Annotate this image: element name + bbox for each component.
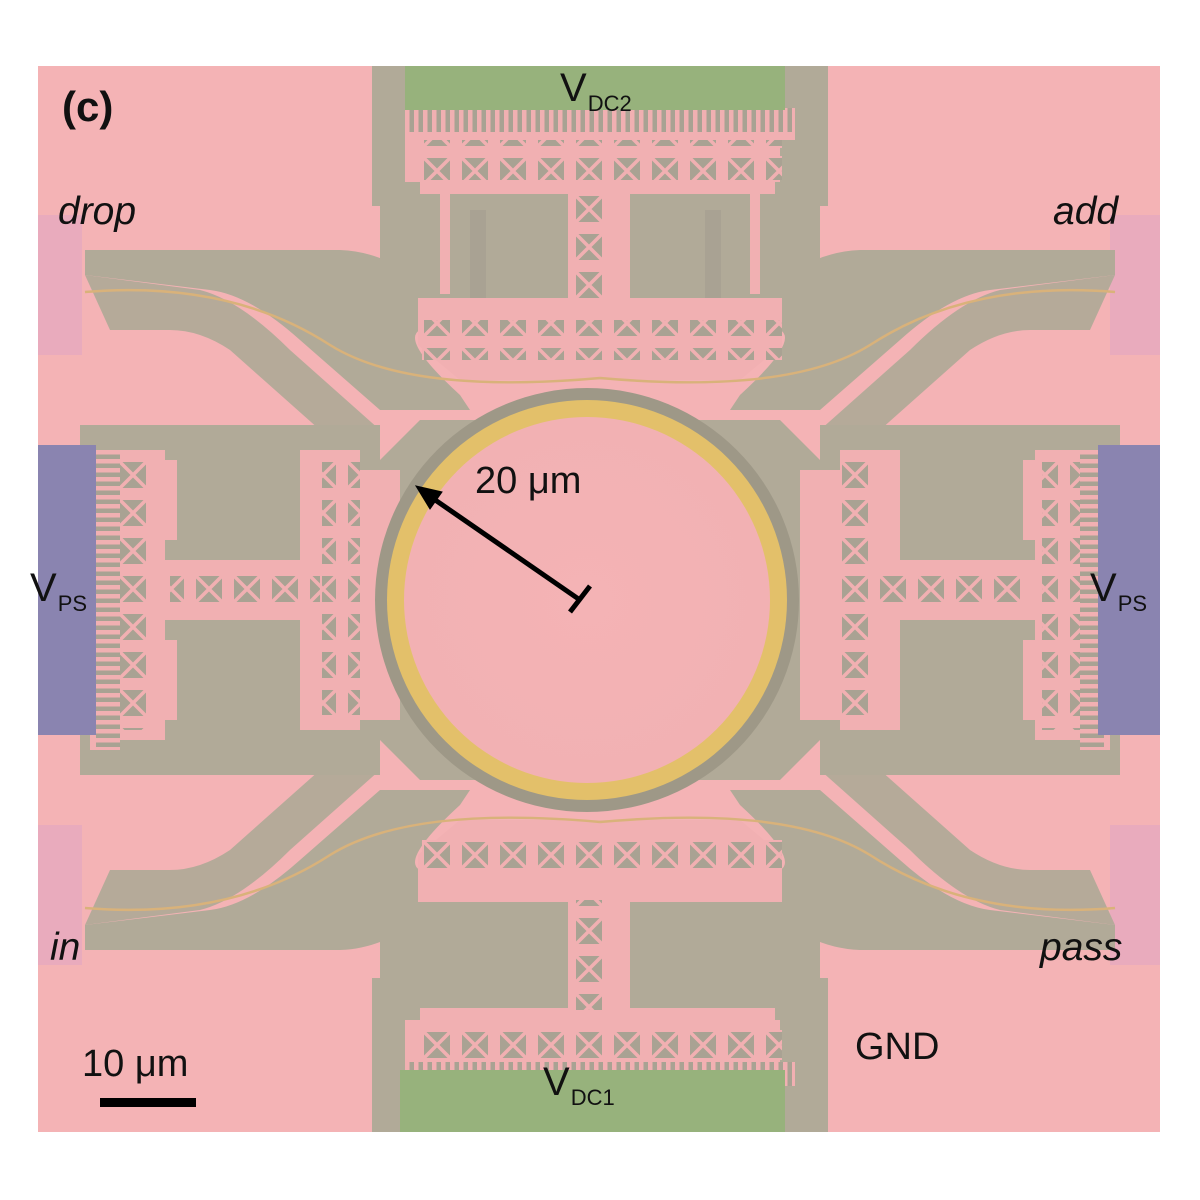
electrode-vdc1-base: V <box>543 1060 570 1104</box>
port-in-label: in <box>50 926 81 969</box>
port-add-label: add <box>1053 190 1119 233</box>
port-drop-label: drop <box>58 190 137 233</box>
electrode-vps-right-sub: PS <box>1117 591 1148 616</box>
ring-inner <box>404 417 770 783</box>
electrode-vps-left-base: V <box>30 566 57 610</box>
electrode-vps-right-label: VPS <box>1090 568 1147 615</box>
electrode-vdc1-sub: DC1 <box>570 1085 615 1110</box>
electrode-vdc2-label: VDC2 <box>560 68 632 115</box>
pad-vdc2 <box>405 66 785 110</box>
pad-vps-right <box>1098 445 1160 735</box>
scale-bar <box>100 1098 196 1107</box>
lattice-cells <box>120 140 1080 1062</box>
electrode-vdc2-base: V <box>560 66 587 110</box>
panel-label: (c) <box>62 83 114 130</box>
electrode-vps-right-base: V <box>1090 566 1117 610</box>
scale-bar-label: 10 μm <box>82 1043 189 1085</box>
pad-vdc1 <box>400 1070 785 1132</box>
waveguides <box>84 288 1116 912</box>
port-pass-label: pass <box>1040 926 1123 969</box>
electrode-vps-left-sub: PS <box>57 591 88 616</box>
radius-arrow <box>414 485 592 614</box>
electrode-vps-left-label: VPS <box>30 568 87 615</box>
electrode-vdc2-sub: DC2 <box>587 91 632 116</box>
gnd-label: GND <box>855 1026 940 1068</box>
pad-vps-left <box>38 445 96 735</box>
ring-radius-label: 20 μm <box>475 460 582 502</box>
electrode-vdc1-label: VDC1 <box>543 1062 615 1109</box>
edge-strips <box>38 215 1160 965</box>
